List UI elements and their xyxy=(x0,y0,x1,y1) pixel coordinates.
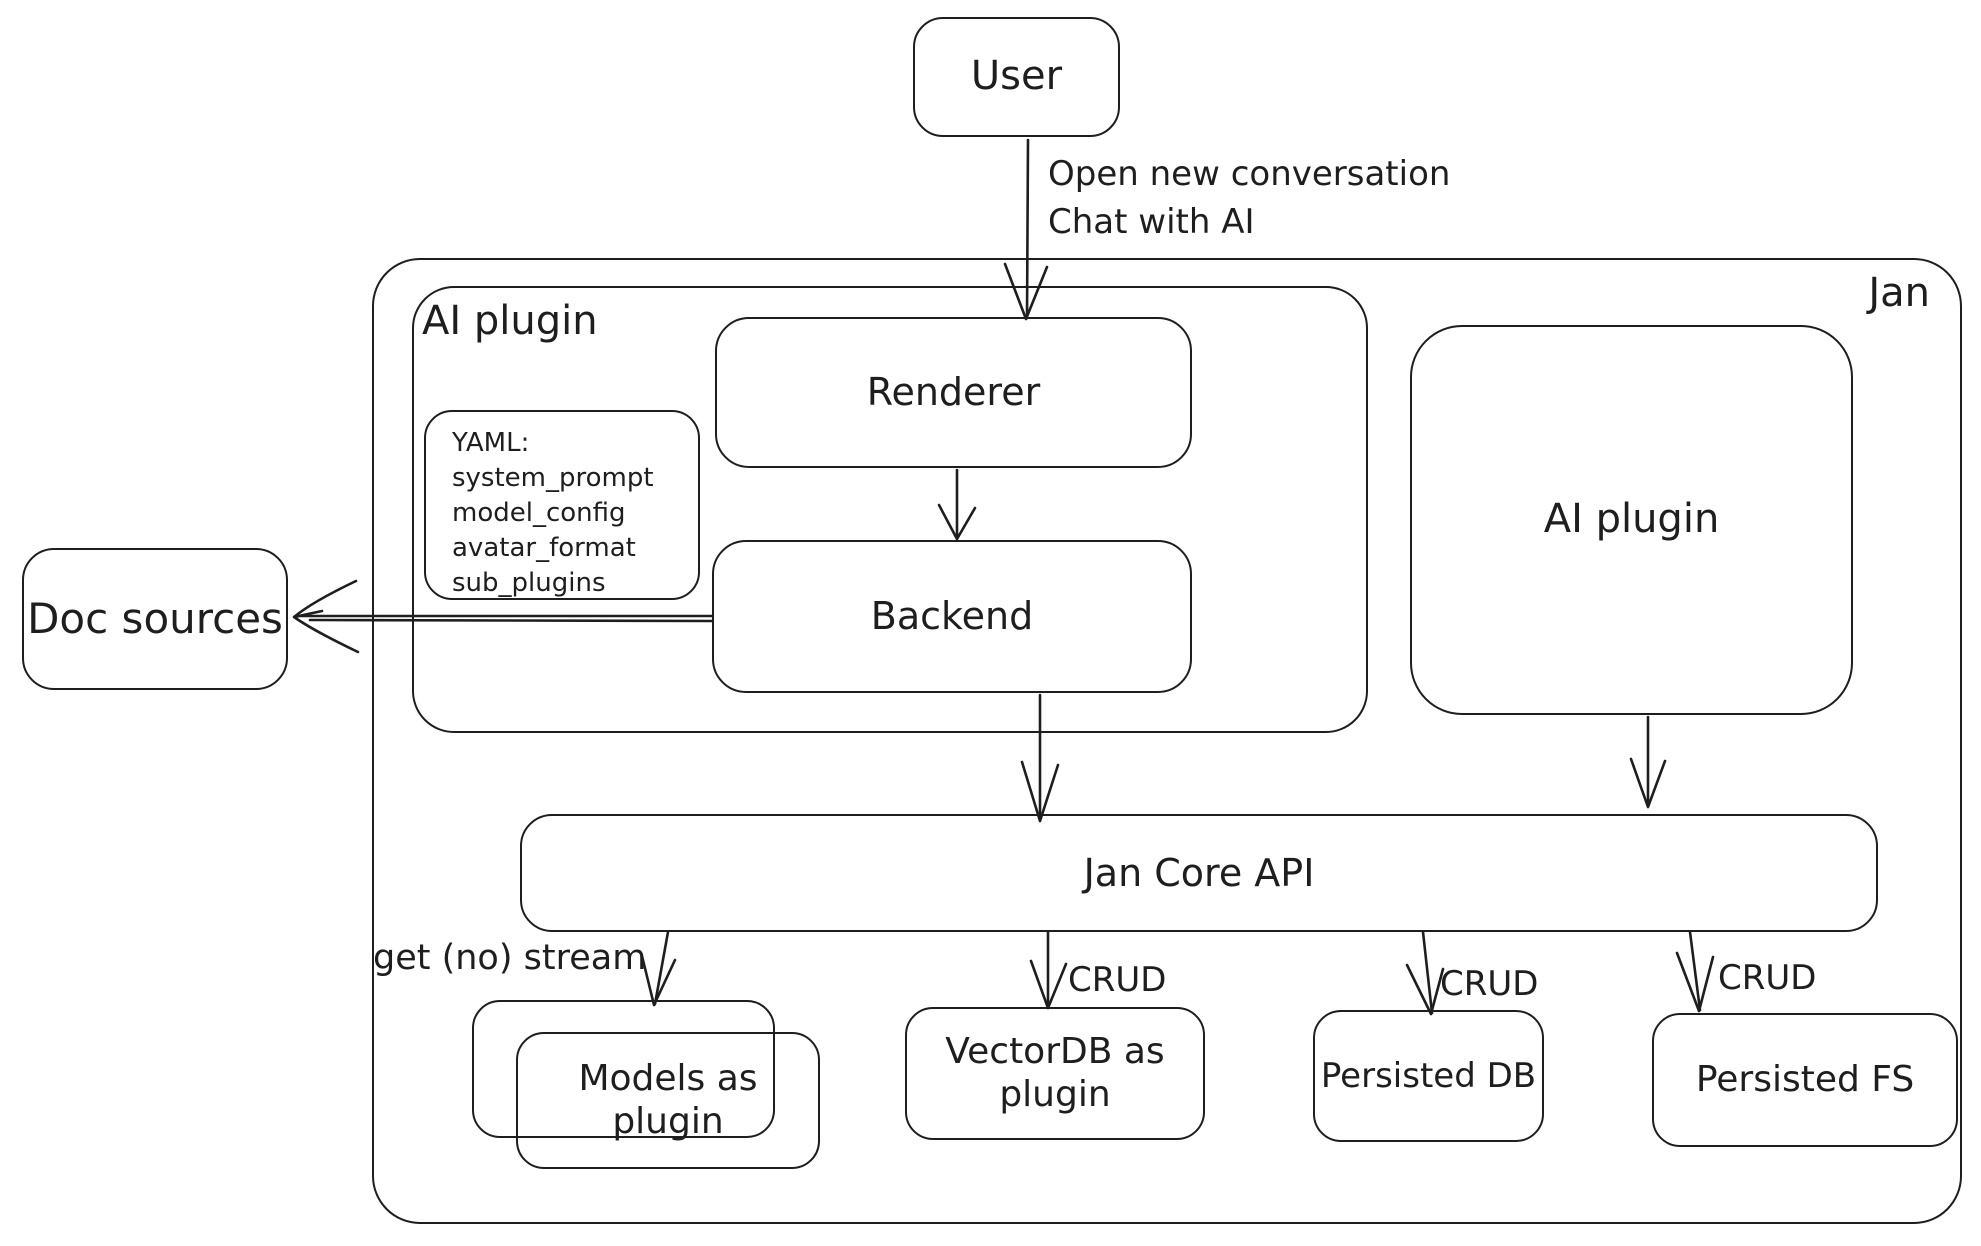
edge-label-crud-vectordb: CRUD xyxy=(1068,960,1167,1000)
yaml-note-line: sub_plugins xyxy=(452,568,606,598)
vectordb-as-plugin-node: VectorDB as plugin xyxy=(905,1007,1205,1140)
jan-container: Jan xyxy=(372,258,1962,1224)
ai-plugin-group-label: AI plugin xyxy=(422,298,598,344)
models-as-plugin-outer-box xyxy=(472,1000,775,1138)
ai-plugin-group: AI plugin xyxy=(412,286,1368,733)
edge-label-open-conversation: Open new conversation Chat with AI xyxy=(1048,150,1450,246)
jan-core-api-node: Jan Core API xyxy=(520,814,1878,932)
ai-plugin-right-label: AI plugin xyxy=(1543,496,1720,543)
yaml-note-title: YAML: xyxy=(452,428,530,458)
edge-label-get-no-stream: get (no) stream xyxy=(373,938,647,978)
user-node: User xyxy=(913,17,1120,137)
jan-core-api-label: Jan Core API xyxy=(1083,850,1315,895)
persisted-fs-label: Persisted FS xyxy=(1695,1058,1915,1100)
edge-label-crud-persisted-fs: CRUD xyxy=(1718,958,1817,998)
jan-container-label: Jan xyxy=(1868,270,1930,316)
edge-label-open-conversation-line1: Open new conversation xyxy=(1048,154,1451,194)
vectordb-label-line2: plugin xyxy=(999,1073,1111,1115)
backend-node: Backend xyxy=(712,540,1192,693)
models-as-plugin-label-line2: plugin xyxy=(612,1100,724,1142)
models-as-plugin-node: Models as plugin xyxy=(516,1032,820,1169)
persisted-db-node: Persisted DB xyxy=(1313,1010,1544,1142)
renderer-node: Renderer xyxy=(715,317,1192,468)
doc-sources-node: Doc sources xyxy=(22,548,288,690)
ai-plugin-right-node: AI plugin xyxy=(1410,325,1853,715)
persisted-db-label: Persisted DB xyxy=(1320,1055,1537,1096)
renderer-node-label: Renderer xyxy=(866,370,1041,415)
yaml-note: YAML: system_prompt model_config avatar_… xyxy=(424,410,700,600)
vectordb-label-line1: VectorDB as xyxy=(945,1031,1165,1073)
persisted-fs-node: Persisted FS xyxy=(1652,1013,1958,1147)
doc-sources-label: Doc sources xyxy=(27,594,283,644)
user-node-label: User xyxy=(970,53,1063,100)
edge-label-crud-persisted-db: CRUD xyxy=(1440,964,1539,1004)
yaml-note-line: avatar_format xyxy=(452,533,636,563)
arrowhead-backend-to-doc-sources xyxy=(292,579,360,654)
yaml-note-line: system_prompt xyxy=(452,463,654,493)
models-as-plugin-label-line1: Models as xyxy=(578,1058,758,1100)
edge-label-open-conversation-line2: Chat with AI xyxy=(1048,202,1255,242)
backend-node-label: Backend xyxy=(870,594,1034,639)
yaml-note-line: model_config xyxy=(452,498,626,528)
